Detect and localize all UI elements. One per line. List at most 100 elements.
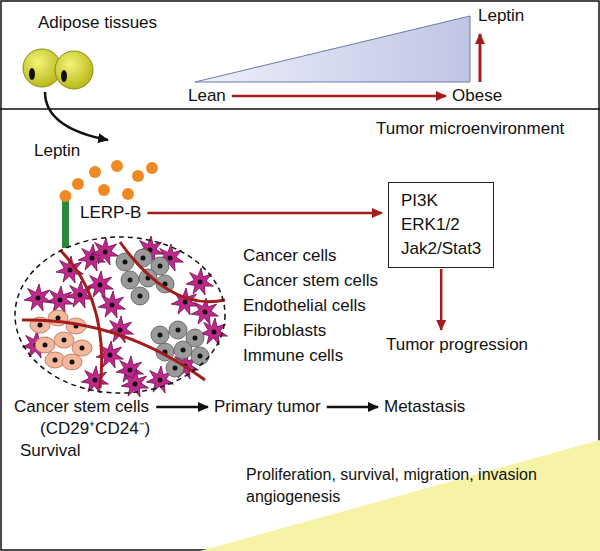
pathway-box: PI3KERK1/2Jak2/Stat3 (388, 182, 494, 268)
leptin-dot (111, 160, 123, 172)
nucleus (110, 303, 115, 308)
gradient-triangle (195, 16, 470, 82)
connector-arrow (156, 406, 208, 409)
stage-label: Cancer stem cells(CD29⁺CD24⁻)Survival (14, 396, 150, 462)
nucleus (118, 328, 123, 333)
node-text: ERK1/2 (401, 213, 481, 237)
nucleus (128, 278, 133, 283)
connector-arrow (440, 269, 443, 330)
nucleus (141, 256, 146, 261)
nucleus (212, 330, 217, 335)
cancer-cell (24, 284, 51, 311)
nucleus (38, 323, 43, 328)
nucleus (56, 316, 61, 321)
node-text: Obese (452, 85, 502, 107)
nucleus (70, 360, 75, 365)
node-text: Metastasis (384, 396, 465, 418)
nucleus (90, 256, 95, 261)
node-text: Lean (188, 85, 226, 107)
nucleus (93, 378, 98, 383)
nucleus (58, 298, 63, 303)
stromal-cell (151, 326, 169, 344)
nucleus (133, 382, 138, 387)
node-text: (CD29⁺CD24⁻) (40, 418, 150, 440)
nucleus (36, 296, 41, 301)
leptin-dot (72, 178, 84, 190)
gradient-end: Lean (188, 85, 226, 107)
nucleus (78, 293, 83, 298)
nucleus (198, 280, 203, 285)
immune-cell (54, 332, 74, 348)
tissue-label: Adipose tissues (38, 12, 157, 34)
divider (0, 108, 600, 110)
stage-label: Metastasis (384, 396, 465, 418)
node-text: LERP-B (80, 202, 141, 224)
leptin-dot (98, 184, 110, 196)
cell-type: Cancer stem cells (243, 270, 378, 292)
nucleus (158, 264, 163, 269)
connector-arrow (327, 406, 378, 409)
cell-type: Cancer cells (243, 245, 337, 267)
nucleus (158, 333, 163, 338)
nucleus (98, 283, 103, 288)
cancer-cell (186, 268, 213, 295)
node-text: Survival (20, 440, 150, 462)
nucleus (103, 250, 108, 255)
progress-wedge (200, 440, 600, 551)
stromal-cell (191, 347, 209, 365)
connector-arrow (147, 212, 382, 215)
nucleus (68, 268, 73, 273)
region-label: Tumor microenvironment (376, 118, 564, 140)
nucleus (108, 353, 113, 358)
receptor (62, 200, 69, 248)
stromal-cell (131, 287, 149, 305)
stromal-cell (169, 321, 187, 339)
cell-type: Endothelial cells (243, 295, 366, 317)
nucleus (181, 348, 186, 353)
leptin-dot (122, 188, 134, 200)
secretion-arrow (45, 92, 108, 140)
cancer-cell (200, 318, 227, 345)
cancer-cell (46, 286, 73, 313)
nucleus (158, 378, 163, 383)
bound-leptin (60, 190, 72, 202)
nucleus (183, 300, 188, 305)
hormone-label: Leptin (34, 140, 80, 162)
cancer-cell (81, 366, 108, 393)
leptin-dot (132, 170, 144, 182)
leptin-dot (89, 166, 101, 178)
nucleus (43, 343, 48, 348)
node-text: Primary tumor (214, 396, 321, 418)
cancer-cell (98, 291, 125, 318)
nucleus (128, 368, 133, 373)
connector-arrow (232, 95, 446, 98)
receptor-label: LERP-B (80, 202, 141, 224)
nucleus (203, 310, 208, 315)
node-text: Cancer stem cells (14, 396, 150, 418)
stromal-cell (121, 271, 139, 289)
nucleus (168, 256, 173, 261)
nucleus (62, 338, 67, 343)
outcome-label: Tumor progression (386, 334, 528, 356)
stromal-cell (174, 341, 192, 359)
node-text: Jak2/Stat3 (401, 237, 481, 261)
immune-cell (35, 337, 55, 353)
cell-type: Immune cells (243, 345, 343, 367)
nucleus (176, 328, 181, 333)
gradient-end: Obese (452, 85, 502, 107)
nucleus (173, 366, 178, 371)
fat-cells (23, 49, 93, 89)
nucleus (80, 346, 85, 351)
increase-arrow (479, 34, 482, 82)
cancer-cell (91, 238, 118, 265)
tumor-illustration (15, 236, 227, 397)
hormone-label: Leptin (478, 5, 524, 27)
node-text: Tumor progression (386, 334, 528, 356)
leptin-dot (146, 162, 158, 174)
nucleus (123, 260, 128, 265)
immune-cell (72, 340, 92, 356)
nucleus (198, 354, 203, 359)
stage-label: Primary tumor (214, 396, 321, 418)
